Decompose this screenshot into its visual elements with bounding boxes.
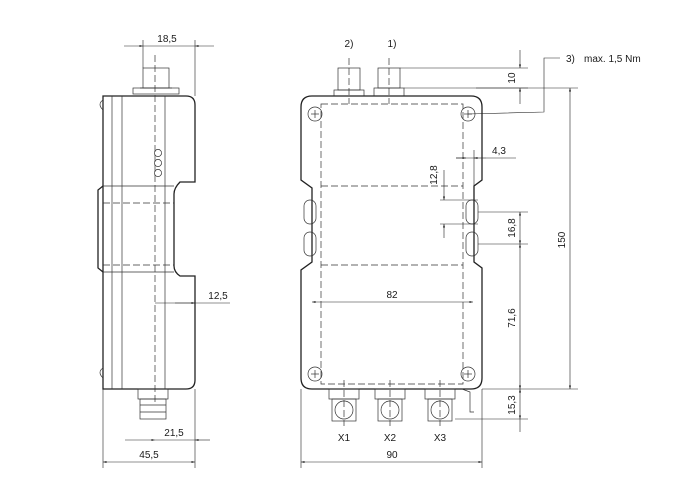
front-body-outline [300,95,483,390]
mounting-screw [307,366,323,382]
connector-label-x1: X1 [338,433,351,444]
mounting-slot [465,199,479,225]
mounting-slot [303,231,317,257]
connector-label-x2: X2 [384,433,397,444]
dim-45-5: 45,5 [139,450,159,461]
dim-12-8: 12,8 [429,165,440,185]
front-dimensions: 90 82 4,3 12,8 16,8 150 71,6 1 [300,50,578,468]
side-body-outline [102,95,196,390]
dim-71-6: 71,6 [507,308,518,328]
note-1: 1) [388,39,397,50]
inner-outline [320,103,464,385]
led-indicator [154,149,162,157]
side-bottom-connector [137,388,169,400]
note-2: 2) [345,39,354,50]
dim-16-8: 16,8 [507,218,518,238]
dim-10: 10 [507,72,518,84]
connector-x1 [328,380,360,426]
connector-x2 [374,380,406,426]
torque-leader [467,57,560,115]
torque-note: max. 1,5 Nm [584,54,641,65]
connector-x3 [424,380,456,426]
mounting-slot [303,199,317,225]
dim-12-5: 12,5 [208,291,228,302]
dim-150: 150 [557,231,568,248]
mounting-slot [465,231,479,257]
note-3: 3) [566,54,575,65]
mounting-screw [460,366,476,382]
side-top-connector [142,67,170,89]
connector-label-x3: X3 [434,433,447,444]
led-indicator [154,159,162,167]
mounting-screw [307,106,323,122]
dim-21-5: 21,5 [164,428,184,439]
front-view [300,58,483,426]
side-view [97,55,196,420]
dim-82: 82 [386,290,398,301]
side-dimensions: 18,5 12,5 21,5 45,5 [102,34,230,468]
dim-18-5: 18,5 [157,34,177,45]
dim-90: 90 [386,450,398,461]
ground-lug [461,388,474,413]
led-indicator [154,169,162,177]
dim-15-3: 15,3 [507,395,518,415]
dim-4-3: 4,3 [492,146,506,157]
side-clip [97,185,104,273]
